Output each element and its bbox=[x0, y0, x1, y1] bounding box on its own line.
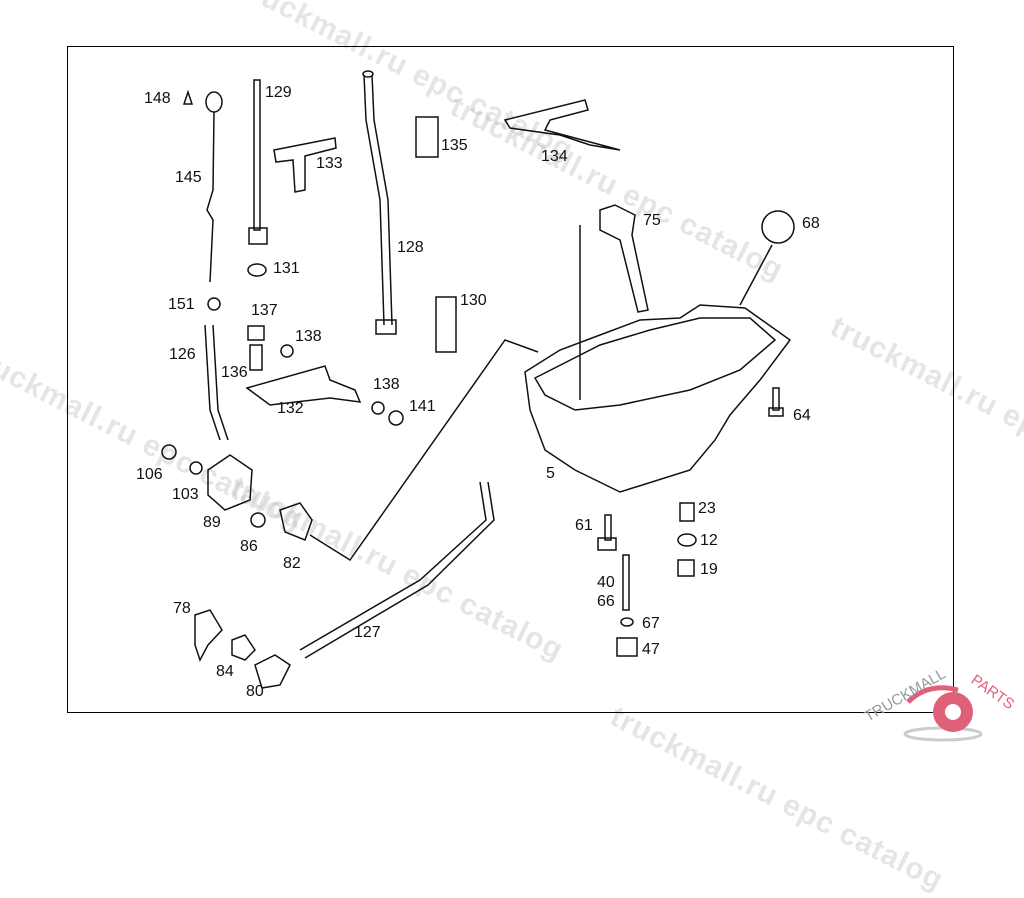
callout-23: 23 bbox=[698, 500, 716, 517]
callout-61: 61 bbox=[575, 517, 593, 534]
bracket-134 bbox=[503, 99, 621, 151]
callout-126: 126 bbox=[169, 346, 196, 363]
callout-106: 106 bbox=[136, 466, 163, 483]
callout-68: 68 bbox=[802, 215, 820, 232]
callout-134: 134 bbox=[541, 148, 568, 165]
part-130 bbox=[435, 296, 457, 353]
plate-135 bbox=[415, 116, 439, 158]
callout-75: 75 bbox=[643, 212, 661, 229]
dipstick-part bbox=[182, 89, 223, 283]
callout-132: 132 bbox=[277, 400, 304, 417]
callout-128: 128 bbox=[397, 239, 424, 256]
callout-151: 151 bbox=[168, 296, 195, 313]
parts-drawing bbox=[161, 70, 795, 689]
truckmall-parts-logo: TRUCKMALL PARTS bbox=[862, 665, 1018, 742]
oil-pan bbox=[524, 304, 792, 493]
callout-12: 12 bbox=[700, 532, 718, 549]
callout-131: 131 bbox=[273, 260, 300, 277]
callout-19: 19 bbox=[700, 561, 718, 578]
callout-138: 138 bbox=[295, 328, 322, 345]
callout-148: 148 bbox=[144, 90, 171, 107]
pipe-127 bbox=[299, 481, 495, 659]
callout-78: 78 bbox=[173, 600, 191, 617]
callout-103: 103 bbox=[172, 486, 199, 503]
callout-127: 127 bbox=[354, 624, 381, 641]
bracket-133 bbox=[273, 137, 337, 193]
callout-145: 145 bbox=[175, 169, 202, 186]
callout-47: 47 bbox=[642, 641, 660, 658]
callout-138b: 138 bbox=[373, 376, 400, 393]
callout-80: 80 bbox=[246, 683, 264, 700]
callout-129: 129 bbox=[265, 84, 292, 101]
diagram-frame bbox=[67, 46, 954, 713]
callout-5: 5 bbox=[546, 465, 555, 482]
callout-64: 64 bbox=[793, 407, 811, 424]
svg-text:PARTS: PARTS bbox=[968, 671, 1018, 713]
callout-86: 86 bbox=[240, 538, 258, 555]
callout-82: 82 bbox=[283, 555, 301, 572]
flange-68 bbox=[761, 210, 795, 244]
callout-84: 84 bbox=[216, 663, 234, 680]
callout-133: 133 bbox=[316, 155, 343, 172]
callout-67: 67 bbox=[642, 615, 660, 632]
callout-136: 136 bbox=[221, 364, 248, 381]
guide-tube-part bbox=[247, 79, 268, 277]
callout-141: 141 bbox=[409, 398, 436, 415]
callout-135: 135 bbox=[441, 137, 468, 154]
callout-89: 89 bbox=[203, 514, 221, 531]
callout-66: 66 bbox=[597, 593, 615, 610]
callout-130: 130 bbox=[460, 292, 487, 309]
callout-137: 137 bbox=[251, 302, 278, 319]
tube-128 bbox=[363, 74, 393, 326]
callout-40: 40 bbox=[597, 574, 615, 591]
